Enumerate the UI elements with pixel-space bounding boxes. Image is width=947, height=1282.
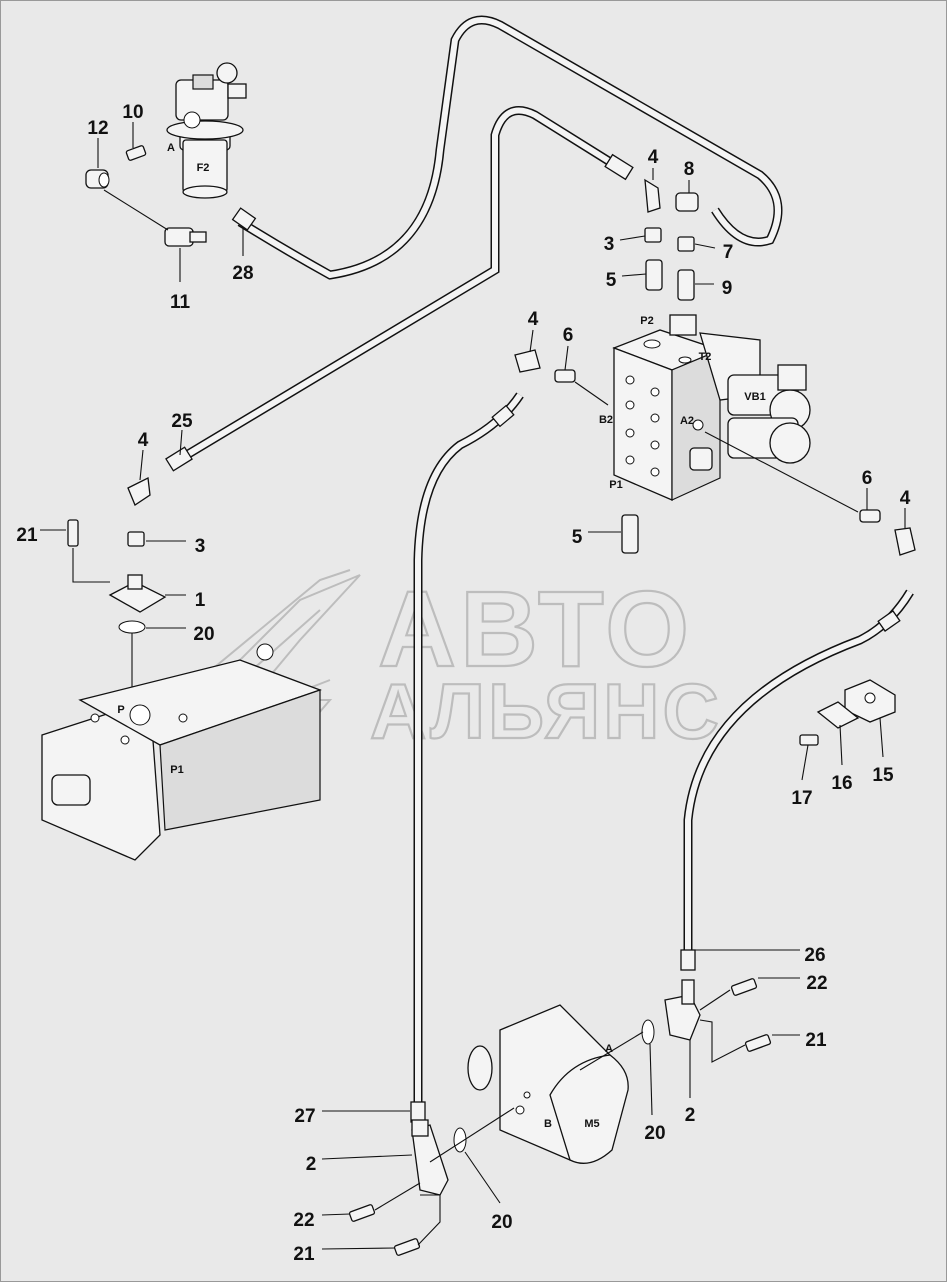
o-ring-20a	[118, 620, 146, 634]
fitting-5a	[645, 259, 663, 291]
callout-c4d: 4	[900, 488, 911, 509]
callout-c5b: 5	[572, 527, 583, 548]
port-label-pP2: P2	[640, 315, 653, 327]
o-ring-20c	[453, 1127, 467, 1153]
fitting-4b	[514, 349, 541, 373]
fitting-5b	[621, 514, 639, 554]
valve-block	[612, 314, 811, 501]
callout-c6b: 6	[862, 468, 873, 489]
watermark-line2: АЛЬЯНС	[370, 667, 722, 755]
callout-c1: 1	[195, 590, 206, 611]
callout-c17: 17	[791, 788, 812, 809]
port-label-pB2: B2	[599, 414, 613, 426]
port-label-pM5: M5	[584, 1118, 599, 1130]
callout-c9: 9	[722, 278, 733, 299]
fitting-10	[125, 145, 147, 161]
bracket-2b	[411, 1119, 449, 1196]
callout-c22b: 22	[293, 1210, 314, 1231]
callout-c4b: 4	[528, 309, 539, 330]
port-label-pB_motor: B	[544, 1118, 552, 1130]
callout-c27: 27	[294, 1106, 315, 1127]
port-label-pA2: A2	[680, 415, 694, 427]
flange-1	[108, 574, 167, 613]
fitting-11	[164, 227, 207, 247]
motor-m5	[467, 1004, 629, 1164]
callout-c6a: 6	[563, 325, 574, 346]
callout-c21a: 21	[16, 525, 38, 546]
callout-c20a: 20	[193, 624, 214, 645]
bolt-22b	[348, 1204, 376, 1222]
callout-c21c: 21	[293, 1244, 315, 1265]
callout-c10: 10	[122, 102, 143, 123]
bolt-21a	[67, 519, 79, 547]
bracket-2a	[664, 979, 701, 1041]
port-label-pP1_pump: P1	[170, 764, 183, 776]
port-label-pP_pump: P	[117, 704, 124, 716]
fitting-4c	[127, 477, 151, 506]
callout-c16: 16	[831, 773, 852, 794]
port-label-pA_motor: A	[605, 1043, 613, 1055]
callout-c26: 26	[804, 945, 825, 966]
o-ring-20b	[641, 1019, 655, 1045]
callout-c15: 15	[872, 765, 894, 786]
bolt-21b	[744, 1034, 772, 1052]
callout-c3b: 3	[195, 536, 206, 557]
bolt-17	[799, 734, 819, 746]
fitting-3a	[644, 227, 662, 243]
fitting-9	[677, 269, 695, 301]
fitting-4d	[894, 527, 916, 556]
callout-c11: 11	[170, 292, 191, 313]
fitting-12	[85, 169, 110, 189]
callout-c7: 7	[723, 242, 734, 263]
clamp-plate-16	[816, 701, 860, 729]
bolt-21c	[393, 1238, 421, 1256]
fitting-4a	[644, 178, 661, 213]
callout-c22a: 22	[806, 973, 827, 994]
callout-c4c: 4	[138, 430, 149, 451]
fitting-6b	[859, 509, 881, 523]
fitting-7	[677, 236, 695, 252]
callout-c12: 12	[87, 118, 108, 139]
fitting-8	[675, 192, 699, 212]
callout-c20c: 20	[491, 1212, 512, 1233]
port-label-pVB1: VB1	[744, 391, 765, 403]
watermark-line1: АВТО	[378, 568, 693, 689]
leader-lines	[40, 122, 906, 1250]
callout-c2a: 2	[685, 1105, 696, 1126]
callout-c3a: 3	[604, 234, 615, 255]
port-label-pP1_valve: P1	[609, 479, 622, 491]
callout-c21b: 21	[805, 1030, 827, 1051]
fitting-3b	[127, 531, 145, 547]
filter-f2	[166, 62, 247, 199]
port-label-pA_filter: A	[167, 142, 175, 154]
callout-c28: 28	[232, 263, 253, 284]
port-label-pF2: F2	[197, 162, 210, 174]
fitting-6a	[554, 369, 576, 383]
hoses	[165, 15, 914, 1123]
callout-c20b: 20	[644, 1123, 665, 1144]
port-label-pT2: T2	[699, 351, 712, 363]
callout-c8: 8	[684, 159, 695, 180]
callout-c2b: 2	[306, 1154, 317, 1175]
callout-c4a: 4	[648, 147, 659, 168]
pump-p1	[41, 643, 322, 861]
callout-c25: 25	[171, 411, 193, 432]
callout-c5a: 5	[606, 270, 617, 291]
bolt-22a	[730, 978, 758, 996]
clamp-15	[844, 679, 896, 723]
